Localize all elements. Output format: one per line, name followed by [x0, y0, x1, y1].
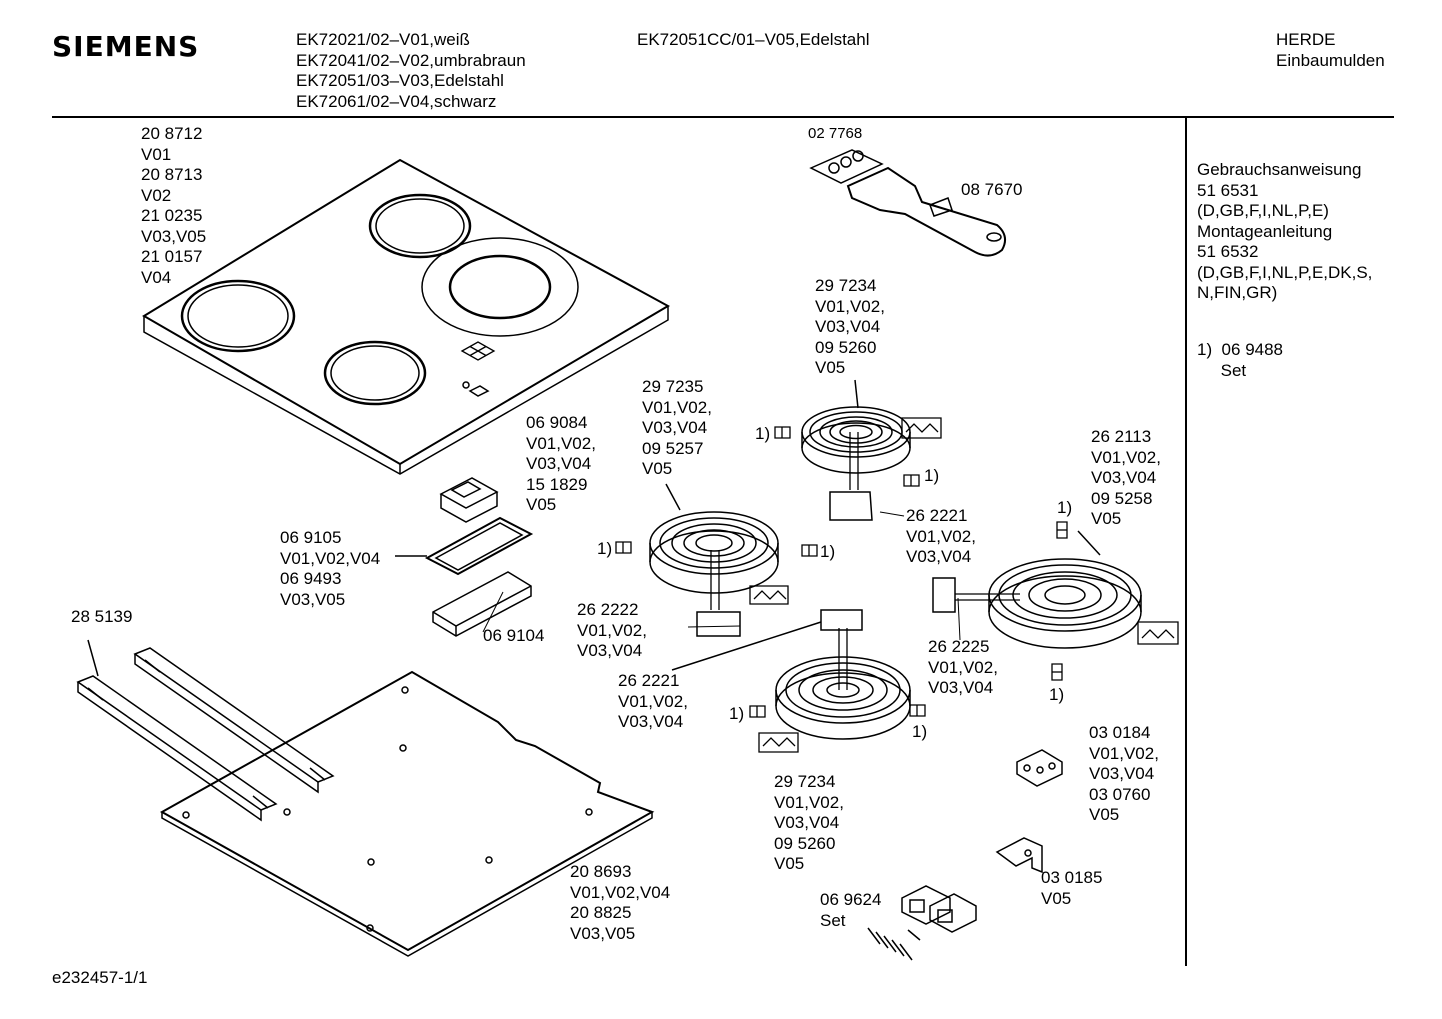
footnote-marker: 1): [1057, 498, 1073, 517]
clip-030185[interactable]: [997, 838, 1042, 872]
manuals-text: Gebrauchsanweisung 51 6531 (D,GB,F,I,NL,…: [1197, 160, 1373, 302]
part-label-262225: 26 2225 V01,V02, V03,V04: [928, 637, 998, 697]
part-label-heater-bottom: 29 7234 V01,V02, V03,V04 09 5260 V05: [774, 772, 844, 873]
footnote-marker: 1): [1049, 685, 1065, 704]
bottom-plate[interactable]: [162, 672, 652, 956]
footnote-marker: 1): [924, 466, 940, 485]
mounting-rails[interactable]: [78, 640, 333, 820]
heater-right[interactable]: [933, 531, 1178, 648]
footnote-marker: 1): [912, 722, 928, 741]
part-label-heater-right: 26 2113 V01,V02, V03,V04 09 5258 V05: [1091, 427, 1161, 528]
cooktop-panel[interactable]: [144, 160, 668, 474]
footnote-marker: 1): [729, 704, 745, 723]
connector-set-069624[interactable]: [868, 886, 976, 960]
part-label-030184: 03 0184 V01,V02, V03,V04 03 0760 V05: [1089, 723, 1159, 824]
part-label-069104: 06 9104: [483, 626, 545, 645]
sidebar-divider: [1185, 116, 1187, 966]
model-list-cc: EK72051CC/01–V05,Edelstahl: [637, 30, 870, 49]
part-label-262222: 26 2222 V01,V02, V03,V04: [577, 600, 647, 660]
control-knob-scraper[interactable]: [811, 150, 1005, 256]
part-label-frame: 06 9105 V01,V02,V04 06 9493 V03,V05: [280, 528, 381, 609]
set-footnote: 1) 06 9488 Set: [1197, 340, 1284, 380]
header-divider: [52, 116, 1394, 118]
footnote-marker: 1): [820, 542, 836, 561]
footnote-symbols: [616, 427, 1067, 717]
footnote-marker: 1): [597, 539, 613, 558]
part-label-plate: 20 8693 V01,V02,V04 20 8825 V03,V05: [570, 862, 671, 943]
part-label-heater-left: 29 7235 V01,V02, V03,V04 09 5257 V05: [642, 377, 712, 478]
document-id: e232457-1/1: [52, 968, 148, 987]
model-list: EK72021/02–V01,weiß EK72041/02–V02,umbra…: [296, 30, 526, 111]
heater-left[interactable]: [650, 484, 788, 636]
leader-lines: [483, 512, 960, 640]
part-label-069624: 06 9624 Set: [820, 890, 882, 930]
part-label-030185: 03 0185 V05: [1041, 868, 1103, 908]
part-label-087670: 08 7670: [961, 180, 1023, 199]
part-label-switch: 06 9084 V01,V02, V03,V04 15 1829 V05: [526, 413, 596, 514]
part-label-262221-a: 26 2221 V01,V02, V03,V04: [906, 506, 976, 566]
brand-logo: SIEMENS: [52, 30, 200, 63]
part-label-027768: 02 7768: [808, 125, 863, 142]
category-label: HERDE Einbaumulden: [1276, 30, 1385, 70]
part-label-262221-b: 26 2221 V01,V02, V03,V04: [618, 671, 688, 731]
heater-top[interactable]: [802, 380, 941, 520]
part-label-heater-top: 29 7234 V01,V02, V03,V04 09 5260 V05: [815, 276, 885, 377]
terminal-block-030184[interactable]: [1017, 750, 1062, 786]
heater-bottom[interactable]: [672, 610, 910, 752]
footnote-marker: 1): [755, 424, 771, 443]
part-label-cooktop: 20 8712 V01 20 8713 V02 21 0235 V03,V05 …: [141, 124, 207, 287]
part-label-285139: 28 5139: [71, 607, 133, 626]
switch-assembly[interactable]: [395, 478, 531, 636]
